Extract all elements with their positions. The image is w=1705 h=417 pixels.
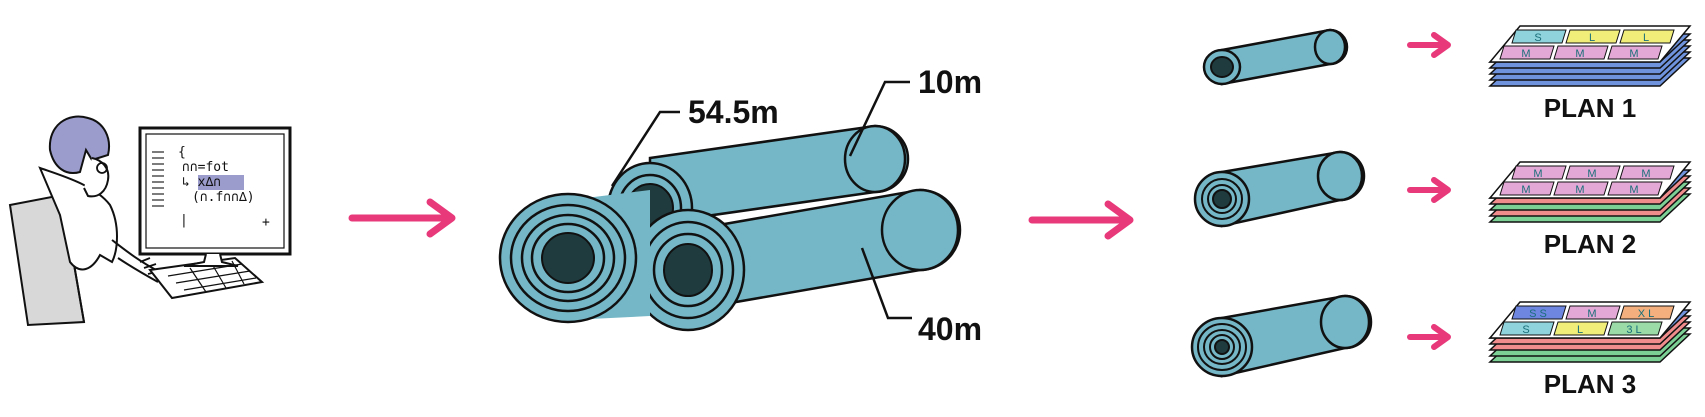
pattern-piece-size: M — [1533, 168, 1542, 180]
code-line: | — [180, 213, 188, 228]
pattern-piece-size: M — [1521, 184, 1530, 196]
arrow-roll-3-to-plan-3 — [1407, 324, 1451, 350]
arrow-roll-2-to-plan-2 — [1407, 177, 1451, 203]
pattern-piece — [1499, 321, 1555, 336]
arrow-roll-1-to-plan-1 — [1407, 32, 1451, 58]
pattern-piece — [1607, 321, 1663, 336]
pattern-piece — [1511, 165, 1567, 180]
pattern-piece-size: L — [1589, 32, 1595, 44]
pattern-piece-size: L — [1577, 324, 1583, 336]
arrow-rolls-to-plans — [1028, 200, 1134, 240]
pattern-piece-size: X L — [1638, 308, 1655, 320]
pattern-piece-size: S — [1522, 324, 1529, 336]
pattern-piece — [1553, 181, 1609, 196]
code-highlight — [198, 175, 244, 190]
code-lines: {∩∩=fot↳ x∆∩(∩.f∩∩∆) | + — [178, 145, 270, 230]
small-roll-3 — [1190, 294, 1373, 378]
pattern-piece-size: S S — [1529, 308, 1547, 320]
pattern-piece-size: M — [1641, 168, 1650, 180]
code-line: + — [262, 215, 270, 230]
pattern-piece-size: M — [1587, 168, 1596, 180]
roll-label-total: 54.5m — [688, 94, 779, 130]
pattern-piece — [1619, 165, 1675, 180]
code-line: ↳ x∆∩ — [182, 175, 221, 190]
plan-3: S S M X L S L 3 L PLAN 3 — [1488, 301, 1692, 399]
roll-label-top: 10m — [918, 64, 982, 100]
plan-label: PLAN 3 — [1544, 369, 1636, 399]
code-line: ∩∩=fot — [182, 160, 229, 175]
pattern-piece-size: M — [1575, 184, 1584, 196]
pattern-piece-size: M — [1629, 184, 1638, 196]
roll-54-5m — [498, 190, 650, 324]
pattern-piece — [1511, 29, 1567, 44]
pattern-piece — [1553, 45, 1609, 60]
pattern-piece — [1607, 45, 1663, 60]
pattern-piece-size: M — [1575, 48, 1584, 60]
pattern-piece — [1499, 181, 1555, 196]
pattern-piece — [1619, 305, 1675, 320]
pattern-piece — [1553, 321, 1609, 336]
pattern-piece — [1619, 29, 1675, 44]
pattern-piece-size: 3 L — [1626, 324, 1641, 336]
pattern-piece-size: M — [1629, 48, 1638, 60]
pattern-piece-size: M — [1587, 308, 1596, 320]
small-roll-2 — [1193, 150, 1366, 228]
designer-illustration: {∩∩=fot↳ x∆∩(∩.f∩∩∆) | + — [8, 115, 292, 327]
pattern-piece — [1511, 305, 1567, 320]
fabric-rolls: 54.5m 10m 40m — [498, 64, 982, 347]
pattern-piece-size: L — [1643, 32, 1649, 44]
pattern-piece — [1607, 181, 1663, 196]
pattern-piece — [1565, 29, 1621, 44]
monitor-icon — [138, 126, 292, 256]
pattern-piece-size: M — [1521, 48, 1530, 60]
glasses-icon — [96, 162, 108, 174]
plan-label: PLAN 1 — [1544, 93, 1636, 123]
plan-label: PLAN 2 — [1544, 229, 1636, 259]
arrow-designer-to-rolls — [348, 198, 456, 238]
roll-label-bottom: 40m — [918, 311, 982, 347]
code-line: { — [178, 145, 186, 160]
pattern-piece-size: S — [1534, 32, 1541, 44]
code-line: (∩.f∩∩∆) — [192, 190, 255, 205]
pattern-piece — [1565, 305, 1621, 320]
pattern-piece — [1499, 45, 1555, 60]
small-roll-1 — [1202, 28, 1349, 86]
roll-40m — [630, 188, 962, 332]
pattern-piece — [1565, 165, 1621, 180]
